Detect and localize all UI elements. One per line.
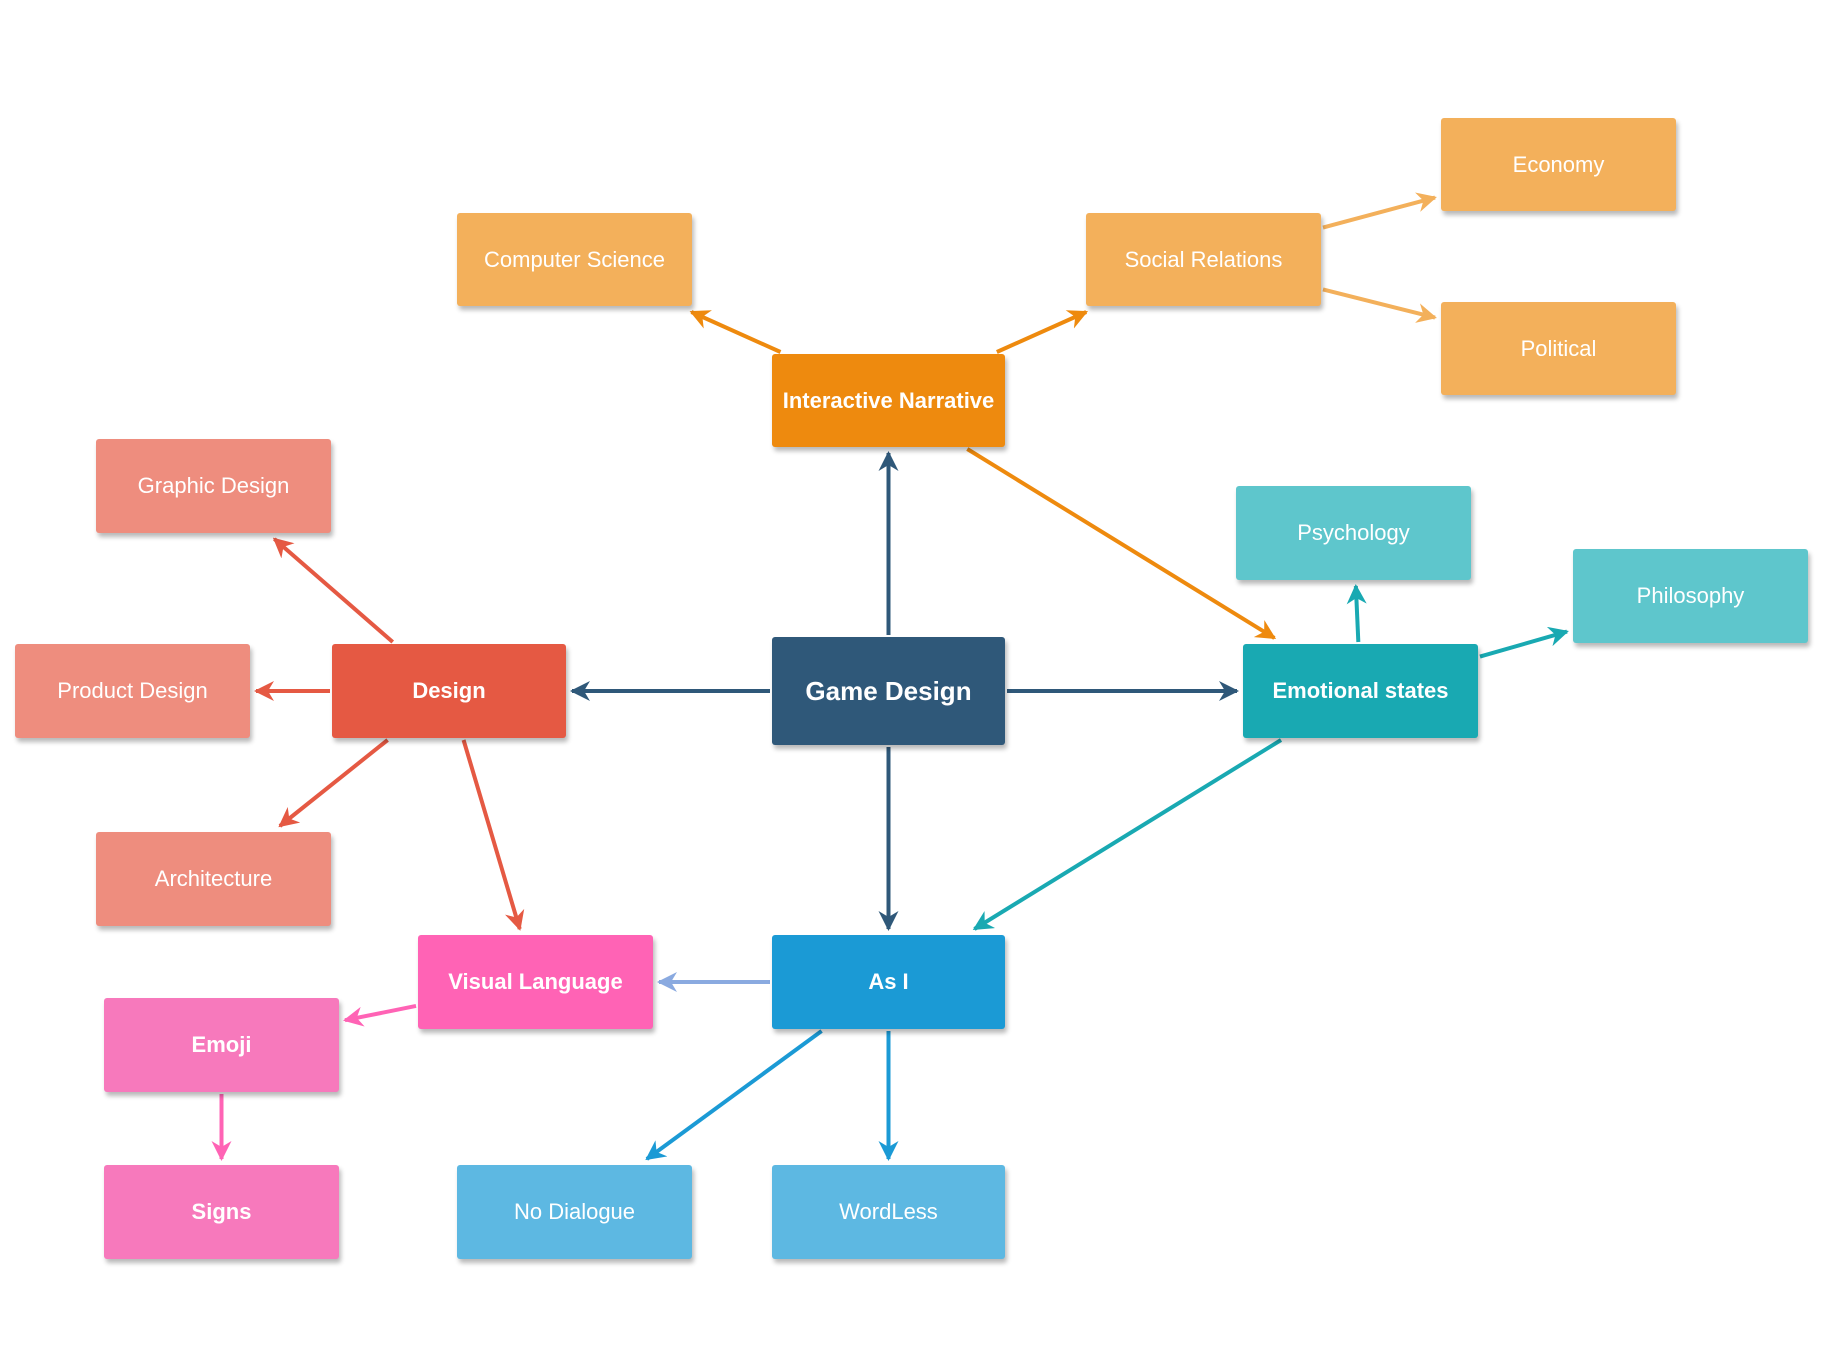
node-design[interactable]: Design bbox=[332, 644, 566, 738]
node-graphic-design[interactable]: Graphic Design bbox=[96, 439, 331, 533]
node-interactive-narrative[interactable]: Interactive Narrative bbox=[772, 354, 1005, 447]
node-game-design[interactable]: Game Design bbox=[772, 637, 1005, 745]
node-signs[interactable]: Signs bbox=[104, 1165, 339, 1259]
node-political[interactable]: Political bbox=[1441, 302, 1676, 395]
edge-interactive-narrative-to-social-relations bbox=[996, 310, 1089, 354]
node-emoji[interactable]: Emoji bbox=[104, 998, 339, 1092]
edge-interactive-narrative-to-computer-science bbox=[689, 310, 782, 354]
node-philosophy[interactable]: Philosophy bbox=[1573, 549, 1808, 643]
node-emotional-states[interactable]: Emotional states bbox=[1243, 644, 1478, 738]
edge-social-relations-to-political bbox=[1322, 287, 1437, 323]
node-no-dialogue[interactable]: No Dialogue bbox=[457, 1165, 692, 1259]
node-social-relations[interactable]: Social Relations bbox=[1086, 213, 1321, 306]
edge-design-to-graphic-design bbox=[272, 537, 395, 644]
edge-as-i-to-no-dialogue bbox=[645, 1029, 823, 1161]
node-product-design[interactable]: Product Design bbox=[15, 644, 250, 738]
edge-interactive-narrative-to-emotional-states bbox=[966, 447, 1277, 640]
node-economy[interactable]: Economy bbox=[1441, 118, 1676, 211]
node-wordless[interactable]: WordLess bbox=[772, 1165, 1005, 1259]
node-architecture[interactable]: Architecture bbox=[96, 832, 331, 926]
edge-design-to-visual-language bbox=[461, 739, 525, 931]
edge-design-to-architecture bbox=[278, 738, 389, 828]
node-computer-science[interactable]: Computer Science bbox=[457, 213, 692, 306]
node-visual-language[interactable]: Visual Language bbox=[418, 935, 653, 1029]
node-psychology[interactable]: Psychology bbox=[1236, 486, 1471, 580]
edge-emotional-states-to-as-i bbox=[972, 738, 1283, 931]
edge-emotional-states-to-psychology bbox=[1346, 584, 1367, 643]
edge-emotional-states-to-philosophy bbox=[1479, 626, 1569, 659]
node-as-i[interactable]: As I bbox=[772, 935, 1005, 1029]
edge-visual-language-to-emoji bbox=[343, 1004, 417, 1027]
edge-social-relations-to-economy bbox=[1322, 192, 1437, 230]
